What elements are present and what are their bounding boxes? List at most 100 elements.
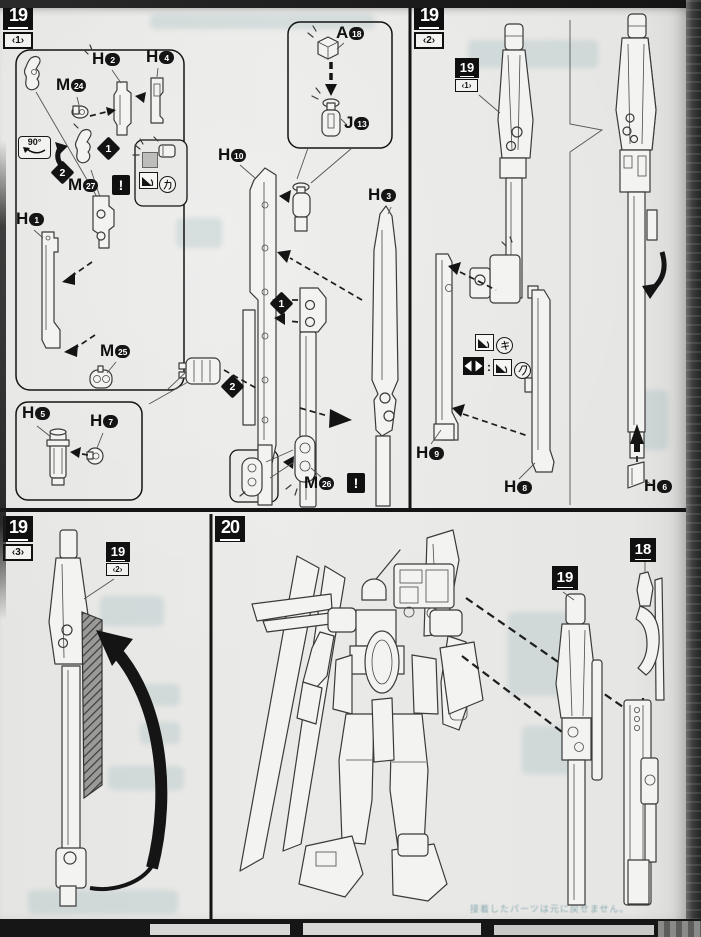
warning-icon: !	[347, 473, 365, 493]
step-substep: ‹3›	[3, 544, 33, 561]
panel-20-art	[239, 529, 665, 906]
part-letter: J	[344, 113, 354, 132]
sticker-peel-icon	[493, 359, 512, 376]
panel-19-1-art	[15, 21, 399, 508]
scan-streaks	[686, 0, 701, 937]
ref-substep: ‹1›	[455, 79, 478, 92]
part-number: 25	[115, 345, 131, 358]
sticker-peel-icon	[139, 172, 158, 189]
part-number: 3	[381, 189, 397, 202]
bleed-through-mark	[150, 14, 375, 29]
ref-number: 19	[455, 58, 479, 78]
part-letter: A	[336, 23, 349, 42]
colon-separator: :	[487, 360, 491, 374]
part-number: 18	[349, 27, 365, 40]
part-number: 6	[657, 480, 673, 493]
ref-step-19-2-badge: 19 ‹2›	[106, 542, 130, 576]
part-number: 9	[429, 447, 445, 460]
step-20-header: 20	[215, 516, 245, 542]
sticker-key-ki-icon: キ	[496, 337, 513, 354]
sticker-peel-icon	[475, 334, 494, 351]
step-19-1-header: 19 ‹1›	[3, 4, 33, 49]
part-number: 7	[103, 415, 119, 428]
part-letter: M	[100, 341, 115, 360]
step-19-2-header: 19 ‹2›	[414, 4, 444, 49]
scan-edge-right	[686, 0, 701, 937]
part-number: 8	[517, 481, 533, 494]
marking-sticker-icon	[142, 152, 158, 168]
next-page-sliver	[494, 925, 654, 935]
part-letter: M	[56, 75, 71, 94]
part-letter: H	[504, 477, 517, 496]
bleed-through-mark	[108, 766, 184, 790]
rotate-90-icon: 90°	[18, 136, 51, 159]
page-borders	[0, 8, 686, 919]
warning-icon: !	[112, 175, 130, 195]
step-substep: ‹2›	[414, 32, 444, 49]
ref-substep: ‹2›	[106, 563, 129, 576]
part-letter: M	[304, 473, 319, 492]
step-number: 20	[215, 516, 245, 542]
scan-edge-left	[0, 140, 6, 620]
rotate-90-label: 90°	[27, 137, 42, 147]
part-letter: H	[22, 403, 35, 422]
bleed-through-mark	[468, 40, 598, 68]
bleed-through-mark	[100, 596, 164, 626]
part-number: 2	[105, 53, 121, 66]
assembly-18-ref-badge: 18	[630, 538, 656, 562]
bleed-through-text: 接着したパーツは元に戻せません。	[470, 904, 630, 914]
part-number: 5	[35, 407, 51, 420]
part-number: 1	[29, 213, 45, 226]
scan-edge-top	[0, 0, 701, 8]
part-letter: H	[218, 145, 231, 164]
step-number: 19	[414, 4, 444, 30]
part-number: 26	[319, 477, 335, 490]
part-letter: H	[644, 476, 657, 495]
sticker-key-ka-icon: カ	[159, 176, 176, 193]
part-letter: H	[92, 49, 105, 68]
part-number: 4	[159, 51, 175, 64]
step-number: 19	[3, 4, 33, 30]
sticker-key-ku-icon: ク	[514, 362, 531, 379]
ref-step-19-1-badge: 19 ‹1›	[455, 58, 479, 92]
symmetry-icon	[463, 357, 484, 375]
part-number: 27	[83, 179, 99, 192]
step-substep: ‹1›	[3, 32, 33, 49]
bleed-through-mark	[28, 890, 178, 914]
next-page-sliver	[658, 921, 701, 937]
scan-edge-bottom	[0, 919, 701, 937]
rotate-arrow	[22, 147, 45, 154]
part-letter: H	[90, 411, 103, 430]
part-letter: M	[68, 175, 83, 194]
panel-19-3-art	[48, 529, 168, 907]
part-number: 24	[71, 79, 87, 92]
next-page-sliver	[303, 923, 481, 935]
part-letter: H	[416, 443, 429, 462]
panel-19-2-art	[430, 13, 667, 489]
next-page-sliver	[150, 924, 290, 935]
part-letter: H	[146, 47, 159, 66]
part-letter: H	[368, 185, 381, 204]
step-number: 19	[3, 516, 33, 542]
step-19-3-header: 19 ‹3›	[3, 516, 33, 561]
part-number: 13	[354, 117, 370, 130]
part-letter: H	[16, 209, 29, 228]
